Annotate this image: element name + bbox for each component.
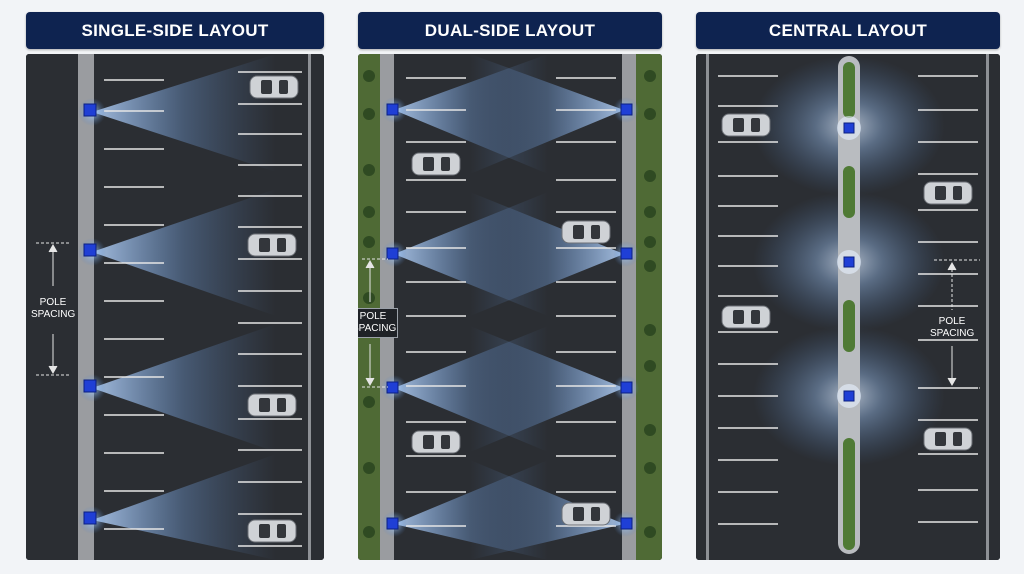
stall-lines-left xyxy=(104,79,164,530)
light-pole-icon xyxy=(386,517,399,530)
car-icon xyxy=(247,519,297,543)
light-beam xyxy=(92,54,276,172)
car-icon xyxy=(923,427,973,451)
light-poles xyxy=(78,98,106,534)
car-icon xyxy=(247,233,297,257)
light-beam xyxy=(92,189,276,316)
pole-spacing-label-line1: POLE xyxy=(938,316,966,327)
light-pole-icon xyxy=(386,381,399,394)
light-beam xyxy=(470,54,624,174)
sidewalk xyxy=(78,54,94,560)
car-icon xyxy=(247,393,297,417)
stall-lines-right xyxy=(556,77,616,527)
sidewalk-right xyxy=(622,54,636,560)
dimension-arrow xyxy=(934,259,980,389)
light-beam xyxy=(470,326,624,452)
light-pole-icon xyxy=(386,103,399,116)
panel-dual-side: POLE SPACING xyxy=(358,54,662,560)
dimension-arrow xyxy=(36,242,70,376)
car-icon xyxy=(721,113,771,137)
single-side-diagram xyxy=(26,54,324,560)
light-pole-icon xyxy=(620,247,633,260)
light-pole-icon xyxy=(83,511,97,525)
pole-spacing-label: POLE SPACING xyxy=(31,297,75,321)
car-icon xyxy=(561,220,611,244)
light-poles xyxy=(837,116,861,408)
light-pole-icon xyxy=(386,247,399,260)
title-single-side: SINGLE-SIDE LAYOUT xyxy=(26,12,324,49)
light-pole-icon xyxy=(620,103,633,116)
light-beams xyxy=(92,54,276,560)
pole-spacing-label-line2: SPACING xyxy=(930,328,975,339)
light-beam xyxy=(92,324,276,452)
title-dual-side: DUAL-SIDE LAYOUT xyxy=(358,12,662,49)
dimension-arrow xyxy=(362,258,388,388)
light-poles xyxy=(381,97,639,537)
light-pole-icon xyxy=(843,390,855,402)
light-pole-icon xyxy=(83,243,97,257)
sidewalk-left xyxy=(380,54,394,560)
light-pole-icon xyxy=(83,379,97,393)
pole-spacing-label: POLE SPACING xyxy=(930,316,974,340)
edge-line-right xyxy=(986,54,989,560)
car-icon xyxy=(411,152,461,176)
car-icon xyxy=(561,502,611,526)
stall-lines-right xyxy=(918,75,978,523)
car-icon xyxy=(721,305,771,329)
car-icon xyxy=(411,430,461,454)
edge-line xyxy=(308,54,311,560)
central-diagram xyxy=(696,54,1000,560)
median-plantings xyxy=(843,62,855,550)
stall-lines-left xyxy=(406,77,466,527)
light-pole-icon xyxy=(620,517,633,530)
dual-side-diagram xyxy=(358,54,662,560)
edge-line-left xyxy=(706,54,709,560)
light-beam xyxy=(470,192,624,316)
light-pole-icon xyxy=(843,122,855,134)
light-pole-icon xyxy=(843,256,855,268)
panel-single-side: POLE SPACING xyxy=(26,54,324,560)
light-beams xyxy=(394,54,624,560)
light-beam xyxy=(470,460,624,560)
stall-lines-right xyxy=(238,71,302,547)
car-icon xyxy=(923,181,973,205)
stall-lines-left xyxy=(718,75,778,525)
light-pole-icon xyxy=(620,381,633,394)
grass-strip-left xyxy=(358,54,380,560)
pole-spacing-label-line2: SPACING xyxy=(358,323,397,334)
light-beam xyxy=(92,454,276,560)
grass-strip-right xyxy=(636,54,662,560)
pole-spacing-label-line2: SPACING xyxy=(31,309,76,320)
light-pole-icon xyxy=(83,103,97,117)
title-central: CENTRAL LAYOUT xyxy=(696,12,1000,49)
pole-spacing-label: POLE SPACING xyxy=(358,308,398,338)
pole-spacing-label-line1: POLE xyxy=(359,311,387,322)
panel-central: POLE SPACING xyxy=(696,54,1000,560)
car-icon xyxy=(249,75,299,99)
pole-spacing-label-line1: POLE xyxy=(39,297,67,308)
